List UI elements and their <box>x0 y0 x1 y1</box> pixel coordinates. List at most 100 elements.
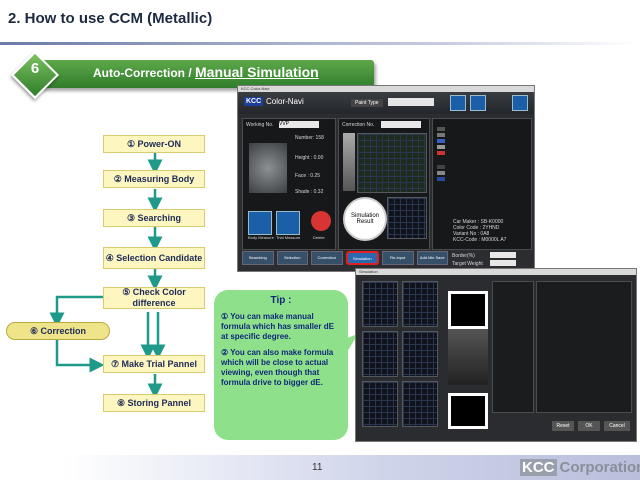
step-number: 6 <box>30 60 40 77</box>
sim-titlebar: Simulation <box>356 269 636 275</box>
body-measure-button[interactable] <box>248 211 272 235</box>
sim-cancel-button[interactable]: Cancel <box>604 421 630 431</box>
tab-simulation[interactable]: Simulation <box>345 251 379 265</box>
sim-graph-6 <box>402 381 438 427</box>
logo-mark: KCC <box>520 459 557 476</box>
toolbar-icon-c[interactable] <box>512 95 528 111</box>
arrow-6-7 <box>55 340 105 373</box>
formula-swatch <box>437 177 445 181</box>
step-banner <box>38 60 374 88</box>
color-preview-sphere <box>249 143 287 193</box>
variant-no: Variant No : 0A8 <box>453 231 490 237</box>
formula-swatch <box>437 127 445 131</box>
window-title: KCC Color-Navi <box>241 86 270 91</box>
flow-step-selection: ④ Selection Candidate <box>103 247 205 269</box>
page-number: 11 <box>312 462 323 473</box>
sim-preview-top <box>448 291 488 329</box>
delete-label: Delete <box>313 235 325 240</box>
sim-graph-4 <box>402 331 438 377</box>
formula-swatch <box>437 145 445 149</box>
sim-preview-metallic <box>448 329 488 385</box>
app-toolbar: KCC Color-Navi Paint Type <box>238 92 534 114</box>
number-readout: Number: 158 <box>295 135 324 141</box>
sim-title: Simulation <box>359 269 378 274</box>
kcc-code: KCC-Code : M0000L A7 <box>453 237 507 243</box>
working-panel: Working No. VVP Number: 158 Height : 0.0… <box>242 118 336 250</box>
sim-formula-table <box>536 281 632 413</box>
simulation-result-badge[interactable]: Simulation Result <box>343 197 387 241</box>
formula-swatch <box>437 171 445 175</box>
border-field[interactable] <box>490 252 516 258</box>
flow-step-power-on: ① Power-ON <box>103 135 205 153</box>
flow-step-storing: ⑧ Storing Pannel <box>103 394 205 412</box>
working-no-label: Working No. <box>246 122 274 128</box>
tab-selection[interactable]: Selection <box>276 251 308 265</box>
title-divider <box>0 42 640 45</box>
flow-step-measuring-body: ② Measuring Body <box>103 170 205 188</box>
slide-title: 2. How to use CCM (Metallic) <box>8 10 213 27</box>
formula-swatch <box>437 133 445 137</box>
height-readout: Height : 0.00 <box>295 155 324 161</box>
target-weight-field[interactable] <box>490 260 516 266</box>
toolbar-icon-a[interactable] <box>450 95 466 111</box>
banner-auto-correction: Auto-Correction <box>93 66 185 80</box>
sim-graph-2 <box>402 281 438 327</box>
sim-reset-button[interactable]: Reset <box>552 421 574 431</box>
step-banner-text: Auto-Correction / Manual Simulation <box>93 64 319 80</box>
sim-data-column <box>492 281 534 413</box>
formula-swatch <box>437 151 445 155</box>
sim-graph-5 <box>362 381 398 427</box>
paint-type-select[interactable] <box>388 98 434 106</box>
flow-step-correction: ⑥ Correction <box>6 322 110 340</box>
correction-panel: Correction No. Simulation Result <box>338 118 430 250</box>
tip-title: Tip : <box>270 295 292 306</box>
banner-separator: / <box>185 66 196 80</box>
correction-no-field[interactable] <box>381 121 421 128</box>
tab-searching[interactable]: Searching <box>242 251 274 265</box>
car-maker: Car Maker : SB-K0000 <box>453 219 504 225</box>
target-weight-label: Target Weight <box>452 261 483 267</box>
face-readout: Face : 0.25 <box>295 173 321 179</box>
delete-button[interactable] <box>311 211 331 231</box>
sim-graph-1 <box>362 281 398 327</box>
tab-re-input[interactable]: Re-Input <box>382 251 414 265</box>
formula-swatch <box>437 165 445 169</box>
shade-readout: Shade : 0.32 <box>295 189 324 195</box>
flow-step-check-color: ⑤ Check Color difference <box>103 287 205 309</box>
arrow-5-6 <box>49 295 103 328</box>
kcc-logo: KCC <box>244 97 264 106</box>
app-name: Color-Navi <box>266 97 304 106</box>
tip-item-1: ① You can make manual formula which has … <box>221 312 334 341</box>
formula-panel: Car Maker : SB-K0000 Color Code : 2YHND … <box>432 118 532 250</box>
toolbar-icon-b[interactable] <box>470 95 486 111</box>
app-tabs: Searching Selection Correction Simulatio… <box>242 251 448 265</box>
formula-swatch <box>437 139 445 143</box>
tip-callout: Tip : ① You can make manual formula whic… <box>214 290 348 440</box>
flow-step-make-trial: ⑦ Make Trial Pannel <box>103 355 205 373</box>
simulation-mini-graph <box>387 197 427 239</box>
flow-step-searching: ③ Searching <box>103 209 205 227</box>
paint-type-label: Paint Type <box>351 99 383 107</box>
working-no-field[interactable]: VVP <box>279 121 319 128</box>
border-label: Border(%) <box>452 253 475 259</box>
color-navi-screenshot: KCC Color-Navi KCC Color-Navi Paint Type… <box>237 85 535 272</box>
sim-preview-bottom <box>448 393 488 429</box>
tip-item-2: ② You can also make formula which will b… <box>221 348 334 387</box>
simulation-dialog-screenshot: Simulation Reset OK Cancel <box>355 268 637 442</box>
correction-swatch <box>343 133 355 191</box>
correction-no-label: Correction No. <box>342 122 375 128</box>
trial-measure-label: Trial Measure <box>276 235 301 240</box>
tab-add-mix-save[interactable]: Add Mix Save <box>416 251 448 265</box>
trial-measure-button[interactable] <box>276 211 300 235</box>
body-measure-label: Body Measure <box>248 235 274 240</box>
logo-text: Corporation <box>559 459 640 476</box>
tab-correction[interactable]: Correction <box>311 251 343 265</box>
correction-graph <box>357 133 427 193</box>
sim-graph-3 <box>362 331 398 377</box>
sim-ok-button[interactable]: OK <box>578 421 600 431</box>
window-titlebar: KCC Color-Navi <box>238 86 534 92</box>
color-code: Color Code : 2YHND <box>453 225 500 231</box>
banner-manual-simulation: Manual Simulation <box>195 64 319 80</box>
